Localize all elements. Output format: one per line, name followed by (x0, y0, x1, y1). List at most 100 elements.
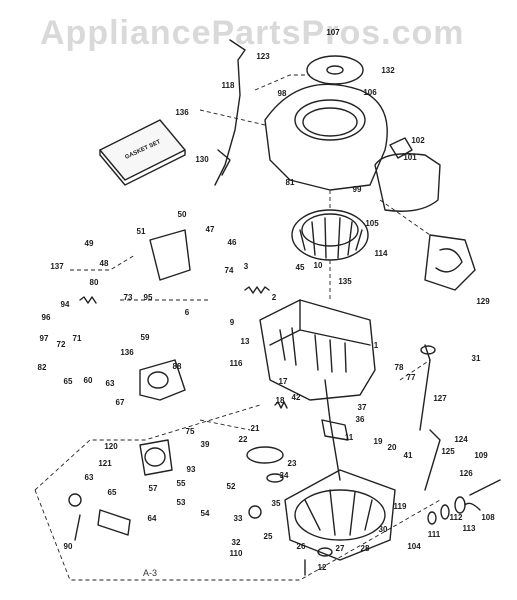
callout-30: 30 (378, 525, 388, 534)
callout-50: 50 (177, 210, 187, 219)
callout-1: 1 (373, 341, 379, 350)
callout-105: 105 (365, 219, 379, 228)
callout-28: 28 (360, 544, 370, 553)
carburetor (139, 359, 186, 401)
callout-3: 3 (243, 262, 249, 271)
rotating-screen (306, 55, 364, 85)
callout-53: 53 (176, 498, 186, 507)
callout-90: 90 (63, 542, 73, 551)
callout-93: 93 (186, 465, 196, 474)
callout-136: 136 (120, 348, 134, 357)
callout-120: 120 (104, 442, 118, 451)
oil-fill-tube (424, 429, 441, 491)
callout-107: 107 (326, 28, 340, 37)
callout-73: 73 (123, 293, 133, 302)
callout-95: 95 (143, 293, 153, 302)
callout-67: 67 (115, 398, 125, 407)
callout-12: 12 (317, 563, 327, 572)
callout-42: 42 (291, 393, 301, 402)
callout-97: 97 (39, 334, 49, 343)
callout-26: 26 (296, 542, 306, 551)
diagram-label: A-3 (143, 568, 158, 578)
callout-72: 72 (56, 340, 66, 349)
muffler (374, 153, 441, 212)
callout-63: 63 (84, 473, 94, 482)
callout-136: 136 (175, 108, 189, 117)
throttle-lever (214, 39, 246, 186)
callout-65: 65 (107, 488, 117, 497)
callout-65: 65 (63, 377, 73, 386)
callout-77: 77 (406, 373, 416, 382)
crankcase-cover (284, 469, 396, 561)
callout-19: 19 (373, 437, 383, 446)
callout-23: 23 (287, 459, 297, 468)
callout-121: 121 (98, 459, 112, 468)
callout-63: 63 (105, 379, 115, 388)
callout-106: 106 (363, 88, 377, 97)
callout-59: 59 (140, 333, 150, 342)
callout-96: 96 (41, 313, 51, 322)
callout-22: 22 (238, 435, 248, 444)
callout-108: 108 (481, 513, 495, 522)
callout-25: 25 (263, 532, 273, 541)
callout-21: 21 (250, 424, 260, 433)
callout-109: 109 (474, 451, 488, 460)
callout-60: 60 (83, 376, 93, 385)
callout-45: 45 (295, 263, 305, 272)
callout-112: 112 (449, 513, 463, 522)
callout-137: 137 (50, 262, 64, 271)
muffler-cap (389, 137, 413, 159)
callout-54: 54 (200, 509, 210, 518)
callout-17: 17 (278, 377, 288, 386)
callout-39: 39 (200, 440, 210, 449)
callout-46: 46 (227, 238, 237, 247)
callout-78: 78 (394, 363, 404, 372)
callout-2: 2 (271, 293, 277, 302)
callout-114: 114 (374, 249, 388, 258)
callout-71: 71 (72, 334, 82, 343)
callout-101: 101 (403, 153, 417, 162)
ignition-coil (139, 439, 173, 476)
callout-118: 118 (221, 81, 235, 90)
callout-11: 11 (344, 433, 354, 442)
dipstick-tube (419, 344, 431, 431)
callout-129: 129 (476, 297, 490, 306)
callout-94: 94 (60, 300, 70, 309)
gear-shaft (464, 479, 501, 511)
callout-130: 130 (195, 155, 209, 164)
callout-135: 135 (338, 277, 352, 286)
callout-49: 49 (84, 239, 94, 248)
callout-64: 64 (147, 514, 157, 523)
callout-126: 126 (459, 469, 473, 478)
callout-55: 55 (176, 479, 186, 488)
spark-plug (97, 509, 131, 536)
callout-104: 104 (407, 542, 421, 551)
watermark: AppliancePartsPros.com (40, 14, 465, 52)
callout-132: 132 (381, 66, 395, 75)
callout-113: 113 (462, 524, 476, 533)
fuel-tank-bracket (149, 229, 191, 281)
callout-37: 37 (357, 403, 367, 412)
crankshaft (321, 379, 349, 481)
callout-98: 98 (277, 89, 287, 98)
callout-51: 51 (136, 227, 146, 236)
callout-32: 32 (231, 538, 241, 547)
engine-block (259, 299, 376, 401)
callout-36: 36 (355, 415, 365, 424)
callout-35: 35 (271, 499, 281, 508)
callout-99: 99 (352, 185, 362, 194)
callout-74: 74 (224, 266, 234, 275)
callout-13: 13 (240, 337, 250, 346)
callout-47: 47 (205, 225, 215, 234)
callout-10: 10 (313, 261, 323, 270)
callout-20: 20 (387, 443, 397, 452)
callout-88: 88 (172, 362, 182, 371)
callout-80: 80 (89, 278, 99, 287)
callout-110: 110 (229, 549, 243, 558)
callout-31: 31 (471, 354, 481, 363)
callout-75: 75 (185, 427, 195, 436)
callout-124: 124 (454, 435, 468, 444)
callout-111: 111 (427, 530, 441, 539)
callout-27: 27 (335, 544, 345, 553)
